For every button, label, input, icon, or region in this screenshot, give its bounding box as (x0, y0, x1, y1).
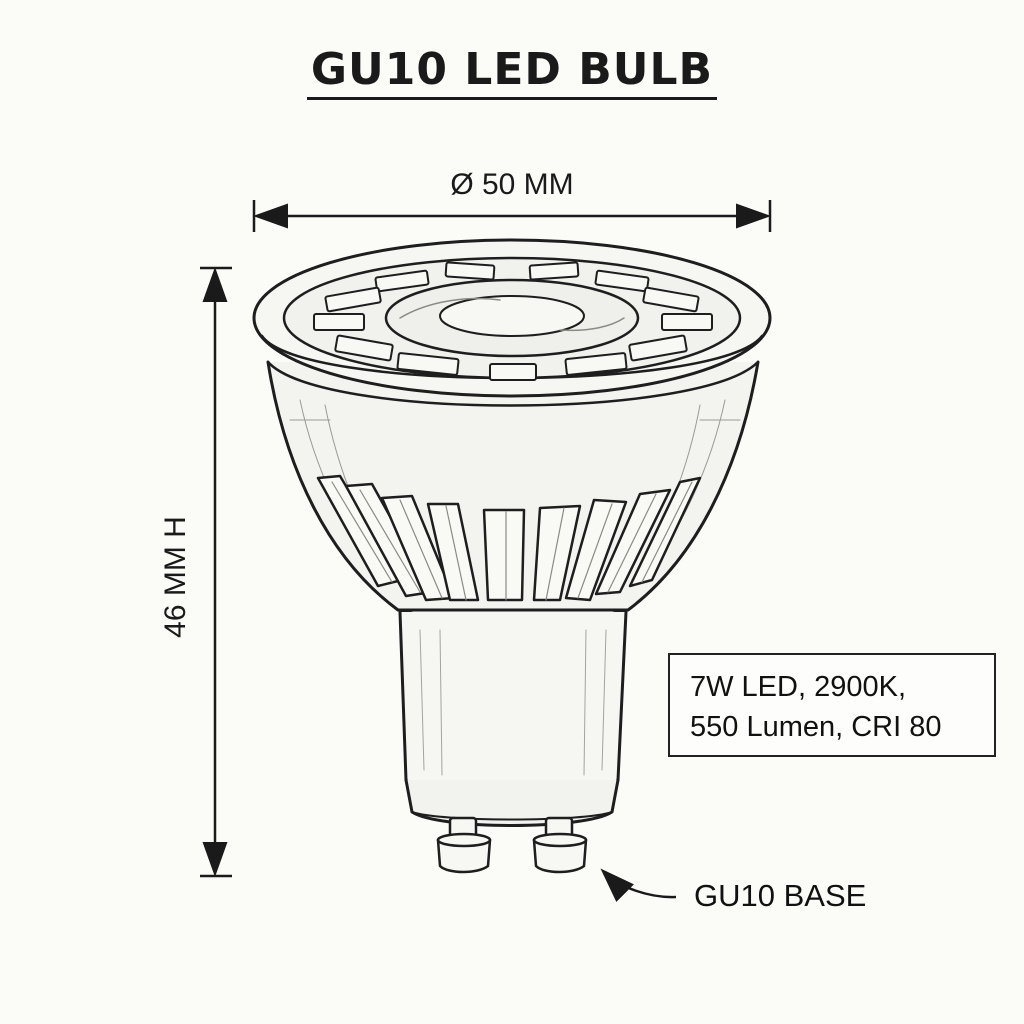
base-callout-label: GU10 BASE (694, 878, 867, 913)
height-dimension-label: 46 MM H (159, 516, 192, 638)
title-text: GU10 LED BULB (306, 44, 718, 100)
width-dimension-line (252, 200, 772, 232)
center-lens-inner (439, 295, 585, 337)
base-housing (398, 610, 628, 797)
gu10-led-bulb-icon (252, 238, 772, 874)
spec-box: 7W LED, 2900K, 550 Lumen, CRI 80 (668, 653, 996, 757)
height-dimension-line (200, 266, 232, 878)
spec-line-2: 550 Lumen, CRI 80 (690, 711, 942, 743)
led-chips (313, 261, 713, 381)
spec-line-1: 7W LED, 2900K, (690, 671, 906, 703)
page-title: GU10 LED BULB (0, 44, 1024, 100)
curved-arrow-icon (600, 868, 677, 903)
gu10-pins (436, 816, 588, 874)
width-dimension-label: Ø 50 MM (450, 168, 574, 201)
